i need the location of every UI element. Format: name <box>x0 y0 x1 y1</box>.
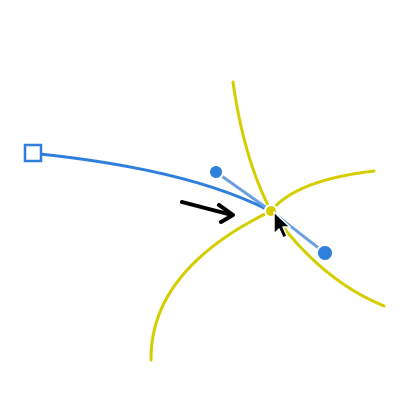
square-anchor-icon[interactable] <box>23 143 43 163</box>
bezier-handle-line-in <box>214 170 273 213</box>
bezier-handle-in[interactable] <box>208 164 224 180</box>
existing-curve-upper[interactable] <box>231 80 376 214</box>
mouse-pointer-icon <box>273 211 291 239</box>
active-path-segment[interactable] <box>38 152 270 212</box>
existing-curve-lower-left[interactable] <box>149 209 273 362</box>
bezier-handle-out[interactable] <box>316 244 334 262</box>
arrow-right-icon <box>180 200 235 224</box>
